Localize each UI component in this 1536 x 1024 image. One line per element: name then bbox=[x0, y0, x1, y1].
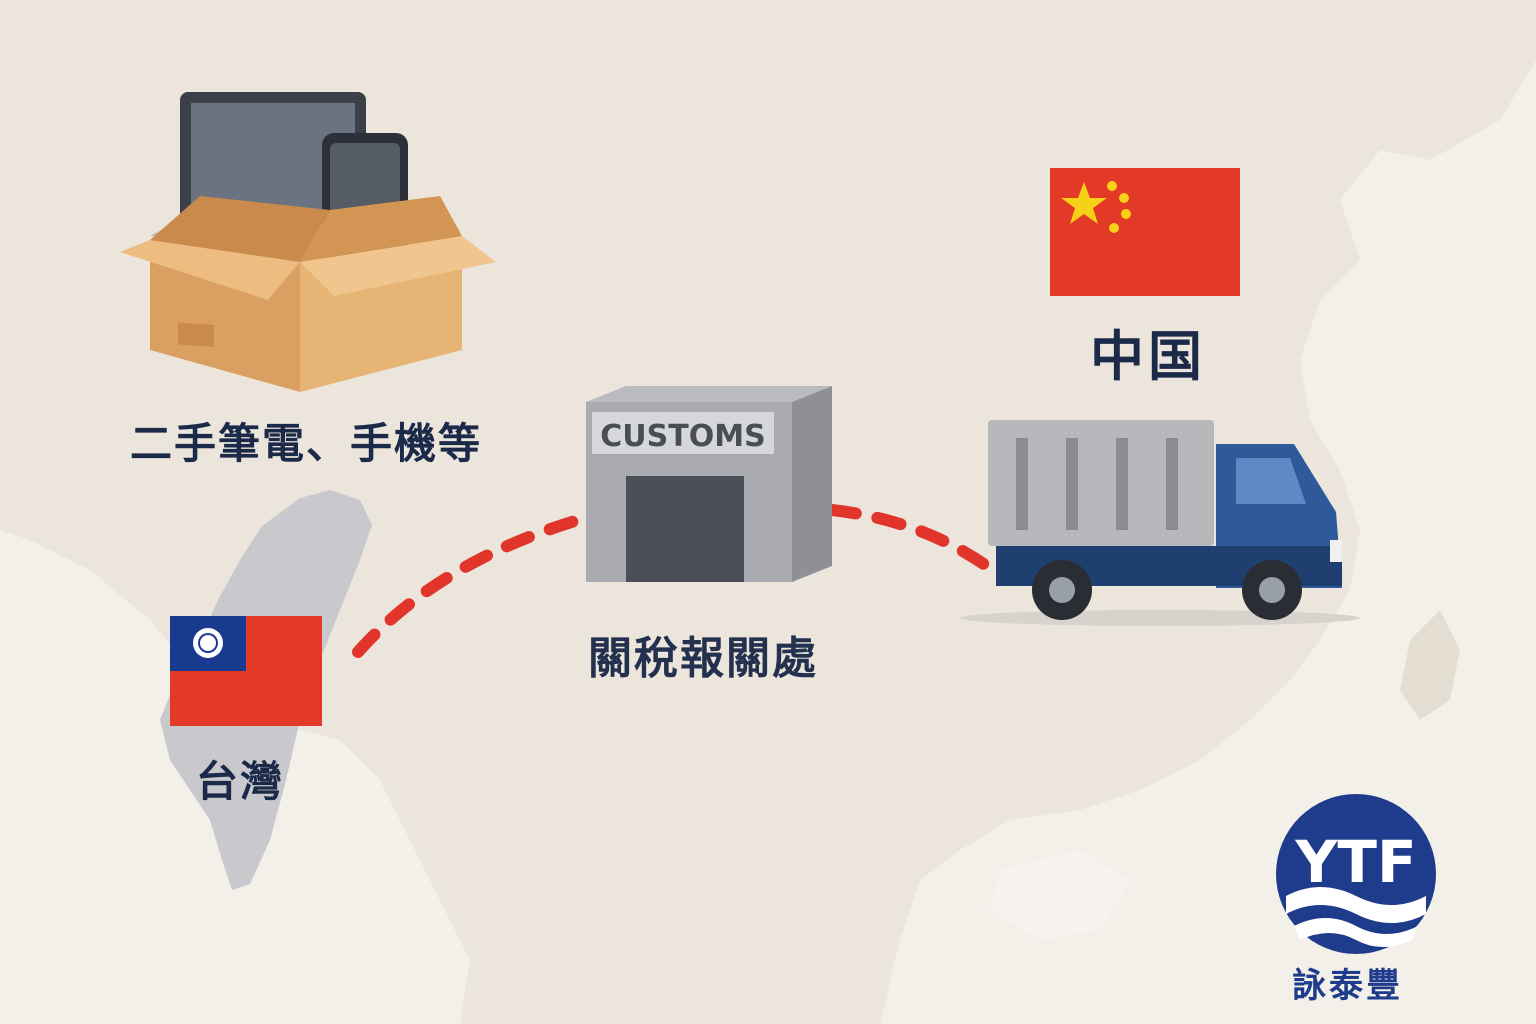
shipping-route bbox=[352, 512, 591, 658]
map-island-east bbox=[1400, 610, 1460, 720]
truck-icon bbox=[960, 420, 1360, 626]
taiwan-flag-icon bbox=[170, 616, 322, 726]
taiwan-label: 台灣 bbox=[196, 757, 285, 806]
map-coast-water bbox=[990, 850, 1130, 940]
cardboard-box-icon bbox=[120, 92, 496, 392]
customs-office-label: 關稅報關處 bbox=[588, 633, 818, 684]
brand-name-label: 詠泰豐 bbox=[1292, 966, 1403, 1006]
shipping-route-2 bbox=[826, 504, 991, 571]
ytf-logo-icon: YTF bbox=[1276, 794, 1436, 954]
customs-sign: CUSTOMS bbox=[600, 419, 765, 454]
customs-building-icon: CUSTOMS bbox=[586, 386, 832, 582]
goods-label: 二手筆電、手機等 bbox=[130, 419, 483, 468]
china-flag-icon bbox=[1050, 168, 1240, 296]
brand-logo-text: YTF bbox=[1294, 828, 1416, 896]
china-label: 中国 bbox=[1090, 325, 1206, 388]
